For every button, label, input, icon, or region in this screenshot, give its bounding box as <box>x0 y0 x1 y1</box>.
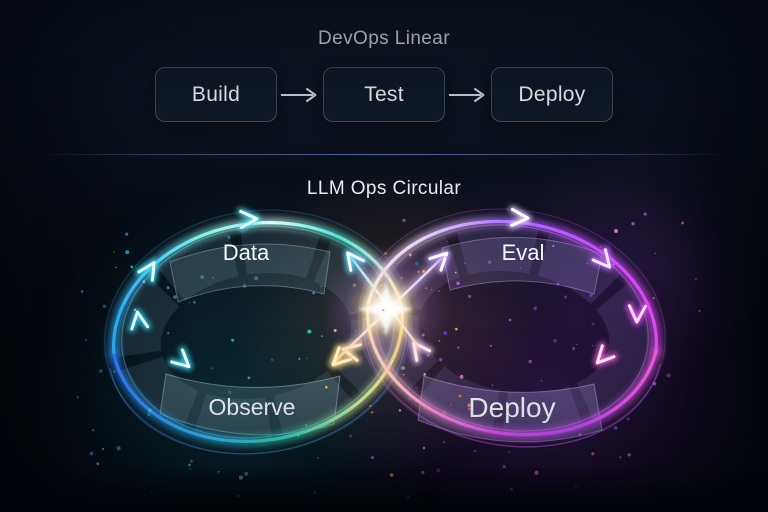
step-box-test: Test <box>323 67 445 122</box>
step-box-build: Build <box>155 67 277 122</box>
arrow-right-icon <box>281 87 317 102</box>
star-particles <box>76 212 701 499</box>
center-crossing <box>320 243 452 375</box>
right-loop-top-label: Eval <box>502 240 545 265</box>
step-label-build: Build <box>191 82 241 106</box>
section-divider <box>28 154 740 155</box>
arrow-right-icon <box>449 87 485 102</box>
left-loop-top-label: Data <box>223 240 270 265</box>
step-box-deploy: Deploy <box>491 67 613 122</box>
right-loop-bottom-label: Deploy <box>468 392 555 423</box>
linear-flow-title: DevOps Linear <box>318 28 450 49</box>
step-label-deploy: Deploy <box>518 82 586 106</box>
linear-flow-steps: Build Test Deploy <box>0 67 768 122</box>
left-loop-bottom-label: Observe <box>209 394 296 420</box>
step-label-test: Test <box>364 82 404 106</box>
